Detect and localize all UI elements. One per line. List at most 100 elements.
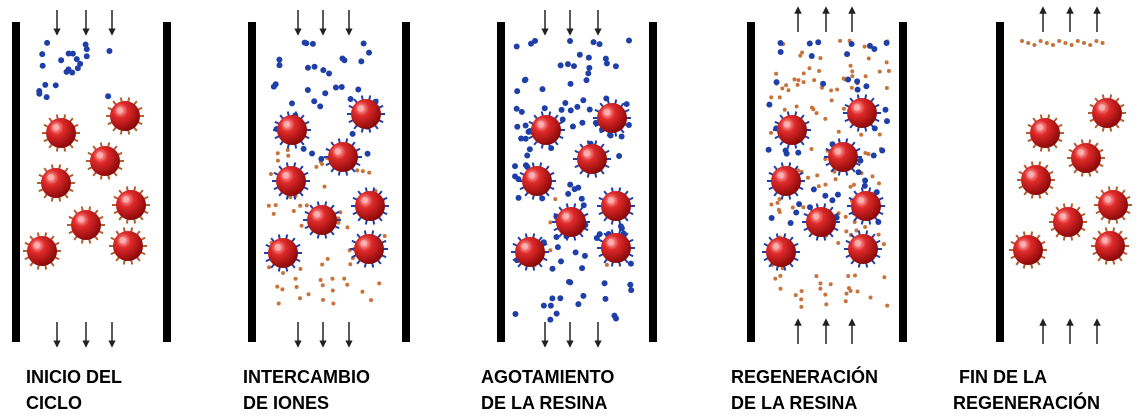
blue-ion xyxy=(866,42,873,49)
blue-ion xyxy=(311,98,318,105)
orange-ion xyxy=(285,148,290,153)
blue-ion xyxy=(862,177,869,184)
blue-ion xyxy=(289,100,296,107)
stage-label-intercambio-line2: DE IONES xyxy=(243,393,330,413)
blue-ion xyxy=(360,40,367,47)
orange-ion xyxy=(304,203,309,208)
orange-ion xyxy=(348,262,353,267)
blue-ion xyxy=(572,249,579,256)
bead-highlight xyxy=(1059,213,1067,220)
blue-ion xyxy=(63,68,70,75)
stage-label-fin: FIN DE LA REGENERACIÓN xyxy=(953,364,1143,416)
resin-bead xyxy=(109,227,147,265)
blue-ion xyxy=(512,163,519,170)
bead-highlight xyxy=(334,148,342,155)
blue-ion xyxy=(547,316,554,323)
orange-ion xyxy=(782,107,787,112)
blue-ion xyxy=(105,93,112,100)
orange-ion xyxy=(848,184,853,189)
orange-ion xyxy=(811,107,816,112)
orange-ion xyxy=(775,200,780,205)
orange-ion xyxy=(812,78,817,83)
blue-ion xyxy=(854,86,861,93)
orange-ion xyxy=(863,74,868,79)
orange-ion xyxy=(778,273,783,278)
orange-ion xyxy=(1038,39,1043,43)
resin-bead xyxy=(106,97,144,135)
orange-ion xyxy=(777,197,782,202)
blue-ion xyxy=(512,310,519,317)
orange-ion xyxy=(818,56,823,61)
blue-ion xyxy=(602,295,609,302)
blue-ion xyxy=(82,41,89,48)
blue-ion xyxy=(42,81,49,88)
orange-ion xyxy=(852,219,857,224)
orange-ion xyxy=(1100,41,1105,45)
orange-ion xyxy=(322,184,327,189)
orange-ion xyxy=(1094,39,1099,43)
blue-ion xyxy=(514,88,521,95)
bead-body xyxy=(1098,190,1128,220)
bead-highlight xyxy=(116,107,124,114)
orange-ion xyxy=(1075,39,1080,43)
blue-ion xyxy=(539,86,546,93)
orange-ion xyxy=(829,88,834,93)
orange-ion xyxy=(886,68,891,73)
blue-ion xyxy=(793,209,800,216)
blue-ion xyxy=(596,231,603,238)
resin-bead xyxy=(847,187,885,225)
blue-ion xyxy=(765,146,772,153)
orange-ion xyxy=(823,182,828,187)
bead-body xyxy=(351,99,381,129)
bead-body xyxy=(71,210,101,240)
blue-ion xyxy=(311,63,318,70)
blue-ion xyxy=(766,101,773,108)
orange-ion xyxy=(280,287,285,292)
orange-ion xyxy=(885,303,890,308)
orange-ion xyxy=(817,69,822,74)
orange-ion xyxy=(382,234,387,239)
orange-ion xyxy=(604,262,609,267)
bead-body xyxy=(577,144,607,174)
blue-ion xyxy=(777,40,784,47)
bead-highlight xyxy=(282,172,290,179)
resin-bead xyxy=(23,232,61,270)
blue-ion xyxy=(528,40,535,47)
blue-ion xyxy=(522,122,529,129)
orange-ion xyxy=(814,274,819,279)
blue-ion xyxy=(777,49,784,56)
orange-ion xyxy=(841,76,846,81)
bead-highlight xyxy=(1077,149,1085,156)
bead-highlight xyxy=(52,124,60,131)
bead-body xyxy=(355,191,385,221)
blue-ion xyxy=(559,116,566,123)
orange-ion xyxy=(838,38,843,43)
blue-ion xyxy=(883,118,890,125)
blue-ion xyxy=(524,152,531,159)
bead-highlight xyxy=(772,243,780,250)
blue-ion xyxy=(83,53,90,60)
blue-ion xyxy=(521,77,528,84)
orange-ion xyxy=(336,220,341,225)
resin-bead xyxy=(112,186,150,224)
orange-ion xyxy=(777,95,782,100)
blue-ion xyxy=(618,133,625,140)
orange-ion xyxy=(266,203,271,208)
blue-ion xyxy=(590,39,597,46)
orange-ion xyxy=(338,210,343,215)
bead-highlight xyxy=(33,242,41,249)
blue-ion xyxy=(627,281,634,288)
bead-highlight xyxy=(562,213,570,220)
blue-ion xyxy=(576,51,583,58)
bead-highlight xyxy=(857,197,865,204)
bead-body xyxy=(268,238,298,268)
bead-body xyxy=(766,237,796,267)
bead-highlight xyxy=(1036,124,1044,131)
blue-ion xyxy=(596,41,603,48)
orange-ion xyxy=(863,151,868,156)
orange-ion xyxy=(818,286,823,291)
orange-ion xyxy=(288,195,293,200)
bead-body xyxy=(806,207,836,237)
blue-ion xyxy=(39,62,46,69)
blue-ion xyxy=(564,61,571,68)
